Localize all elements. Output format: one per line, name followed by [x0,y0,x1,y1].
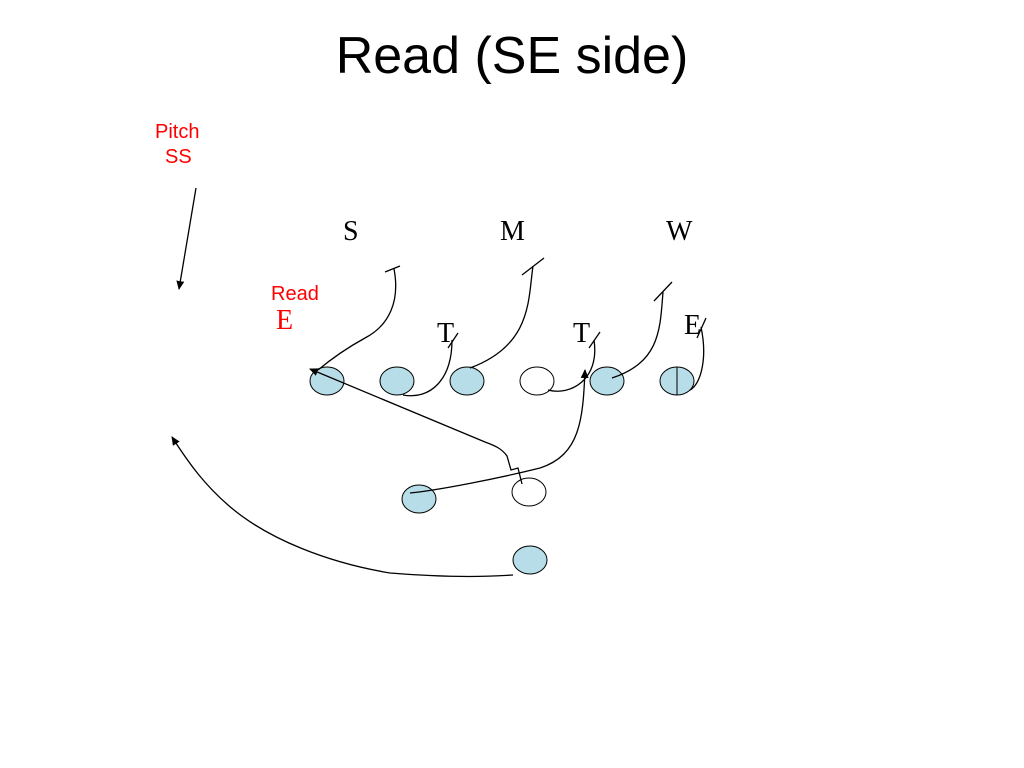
will-block-line [653,281,673,302]
left-tackle-label: T [437,318,455,349]
pitch-label: Pitch [155,121,200,143]
sam-linebacker-label: S [343,216,359,247]
tailback-pitch-path [171,436,514,578]
offensive-formation [309,366,695,575]
will-block-route [611,291,664,379]
tackle-block-route [402,339,453,397]
right-end-label: E [684,310,702,341]
right-tackle-block-route [547,339,596,392]
end-block-route [689,326,705,391]
tackle-block-line [447,332,459,349]
sam-block-line [384,265,401,273]
routes [171,187,707,578]
tackle-player [379,366,415,396]
will-linebacker-label: W [666,216,693,247]
read-label: Read [271,283,319,305]
guard-player [449,366,485,396]
tailback-player [512,545,548,575]
ss-label: SS [165,146,192,168]
guard-player [589,366,625,396]
read-end-label: E [276,305,294,336]
mike-block-route [469,265,534,369]
fullback-player [401,484,437,514]
quarterback-player [511,477,547,507]
mike-linebacker-label: M [500,216,525,247]
right-tackle-label: T [573,318,591,349]
ss-pitch-arrow [176,187,197,290]
fullback-dive-path [409,369,589,494]
center-player [519,366,555,396]
sam-block-route [317,268,397,371]
quarterback-read-path [309,368,523,485]
page-title: Read (SE side) [335,27,689,85]
